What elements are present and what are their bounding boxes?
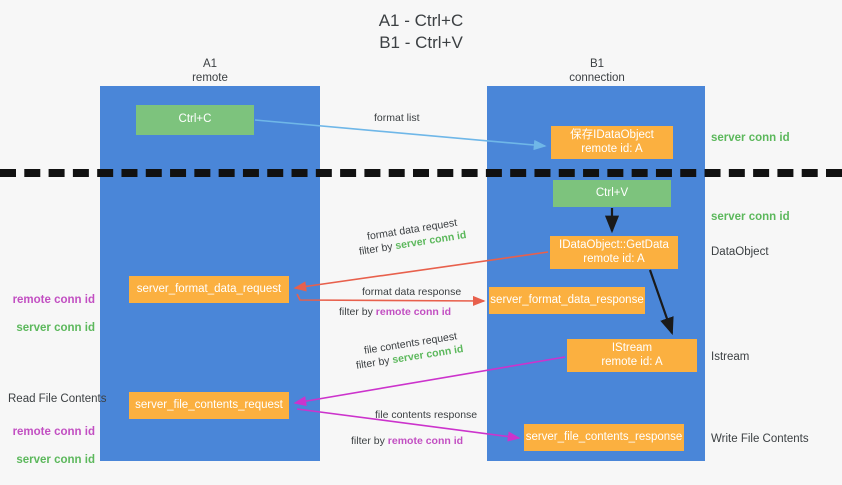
annotation-read-file-contents: Read File Contents	[8, 393, 107, 405]
annotation-remote-conn-id: remote conn id	[12, 426, 95, 438]
annotation-conn-ids-lower: remote conn id server conn id	[10, 411, 95, 481]
filter-prefix: filter by	[358, 240, 397, 258]
node-idataobject-getdata[interactable]: IDataObject::GetData remote id: A	[550, 236, 678, 269]
edge-label-format-data-response-filter: filter by remote conn id	[339, 305, 451, 320]
page-title: A1 - Ctrl+C B1 - Ctrl+V	[378, 11, 464, 52]
annotation-server-conn-id: server conn id	[16, 454, 95, 466]
annotation-istream: Istream	[711, 351, 750, 363]
node-ctrl-c[interactable]: Ctrl+C	[136, 105, 254, 135]
lane-header-b1: B1 connection	[569, 58, 625, 84]
annotation-server-conn-id-mid: server conn id	[711, 211, 790, 223]
edge-label-file-contents-response: file contents response	[375, 409, 478, 421]
node-server-format-data-request[interactable]: server_format_data_request	[129, 276, 289, 303]
filter-value-remote-conn-id: remote conn id	[375, 306, 452, 318]
edge-label-file-contents-response-filter: filter by remote conn id	[351, 434, 463, 449]
filter-value-remote-conn-id: remote conn id	[387, 435, 464, 447]
phase-divider	[0, 169, 842, 177]
annotation-conn-ids-upper: remote conn id server conn id	[10, 279, 95, 349]
node-ctrl-v[interactable]: Ctrl+V	[553, 180, 671, 207]
edge-label-format-list: format list	[374, 112, 420, 124]
annotation-dataobject: DataObject	[711, 246, 769, 258]
annotation-remote-conn-id: remote conn id	[12, 294, 95, 306]
lane-header-a1: A1 remote	[192, 58, 228, 84]
edge-label-format-data-response: format data response	[362, 286, 462, 298]
node-server-file-contents-request[interactable]: server_file_contents_request	[129, 392, 289, 419]
annotation-server-conn-id-top: server conn id	[711, 132, 790, 144]
filter-prefix: filter by	[355, 354, 394, 372]
filter-prefix: filter by	[339, 306, 376, 318]
node-server-file-contents-response[interactable]: server_file_contents_response	[524, 424, 684, 451]
node-server-format-data-response[interactable]: server_format_data_response	[489, 287, 645, 314]
filter-prefix: filter by	[351, 435, 388, 447]
node-istream[interactable]: IStream remote id: A	[567, 339, 697, 372]
node-save-idataobject[interactable]: 保存IDataObject remote id: A	[551, 126, 673, 159]
annotation-write-file-contents: Write File Contents	[711, 433, 809, 445]
annotation-server-conn-id: server conn id	[16, 322, 95, 334]
